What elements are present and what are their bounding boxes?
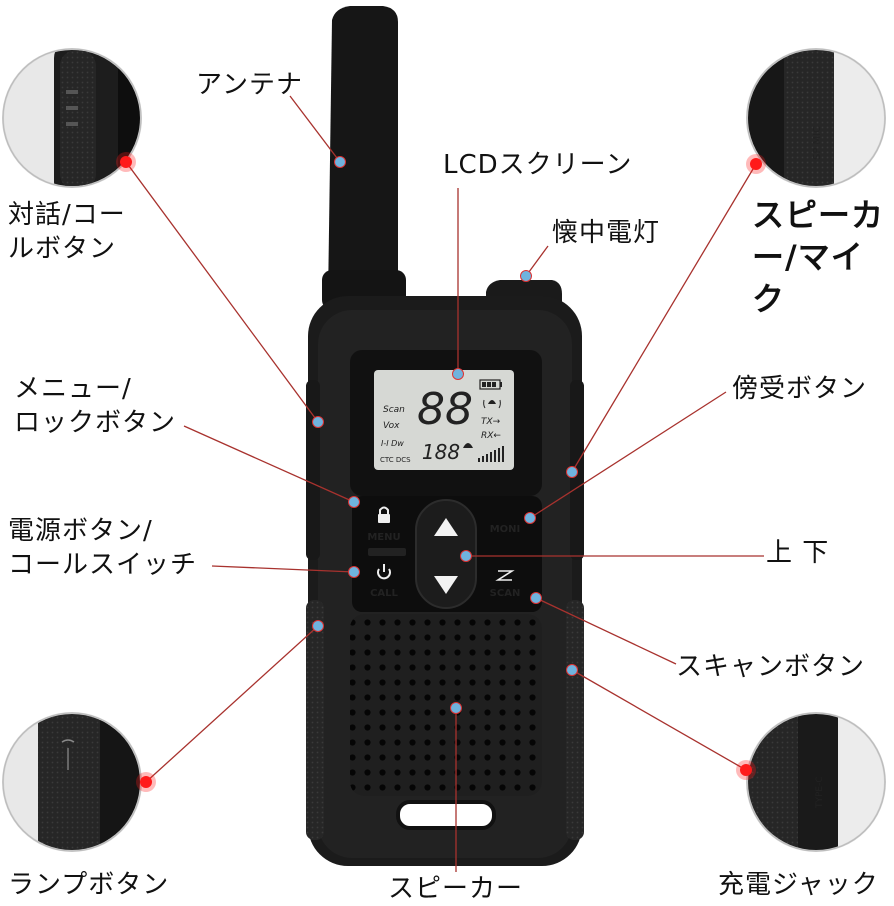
lcd-rx: RX← <box>481 431 501 441</box>
nav-pad <box>415 499 477 609</box>
walkie-talkie <box>306 6 584 866</box>
label-speaker: スピーカー <box>388 874 524 904</box>
leader-lines <box>125 95 764 872</box>
scan-label: SCAN <box>490 588 521 599</box>
lcd-scan: Scan <box>383 405 405 415</box>
down-arrow-icon <box>434 576 458 594</box>
up-arrow-icon <box>434 518 458 536</box>
speaker-grille <box>350 614 542 796</box>
bell-icon <box>463 443 473 448</box>
power-icon <box>377 564 391 580</box>
lcd-small-digits: 188 <box>422 440 460 464</box>
label-scan-button: スキャンボタン <box>676 652 866 682</box>
lcd-screen <box>374 370 514 470</box>
type-c-label: TYPE-C <box>815 776 825 809</box>
lcd-dw: I-I Dw <box>381 439 404 448</box>
lcd-tx: TX→ <box>481 417 501 427</box>
lanyard-slot <box>396 800 496 830</box>
alarm-icon <box>483 399 501 409</box>
lcd-vox: Vox <box>383 421 400 431</box>
label-lamp-button: ランプボタン <box>8 870 170 900</box>
lcd-big-digits: 88 <box>417 384 473 435</box>
detail-talk-button <box>2 48 142 188</box>
lcd-ctc-dcs: CTC DCS <box>380 456 411 464</box>
lock-icon <box>378 506 390 523</box>
callout-dots <box>116 152 766 792</box>
label-menu-lock-button: メニュー/ ロックボタン <box>14 374 177 438</box>
label-monitor-button: 傍受ボタン <box>732 374 868 404</box>
detail-speaker-mic: SP MIC <box>746 48 886 188</box>
label-power-call-switch: 電源ボタン/ コールスイッチ <box>8 516 198 580</box>
label-talk-call-button: 対話/コー ルボタン <box>8 200 126 264</box>
label-up-down: 上 下 <box>766 538 830 568</box>
label-speaker-mic: スピーカ ー/マイク <box>752 196 885 318</box>
sp-mic-label: SP MIC <box>812 126 823 160</box>
moni-label: MONI <box>490 524 521 535</box>
label-antenna: アンテナ <box>196 70 303 100</box>
detail-charge-jack: TYPE-C <box>746 712 886 852</box>
detail-lamp-button <box>2 712 142 852</box>
call-label: CALL <box>370 588 398 599</box>
label-charge-jack: 充電ジャック <box>718 870 879 900</box>
label-lcd-screen: LCDスクリーン <box>443 150 633 180</box>
label-flashlight: 懐中電灯 <box>552 218 661 248</box>
scan-icon <box>495 570 515 581</box>
antenna <box>328 6 398 300</box>
signal-bars-icon <box>478 446 504 462</box>
battery-icon <box>479 379 502 390</box>
menu-label: MENU <box>367 532 400 543</box>
